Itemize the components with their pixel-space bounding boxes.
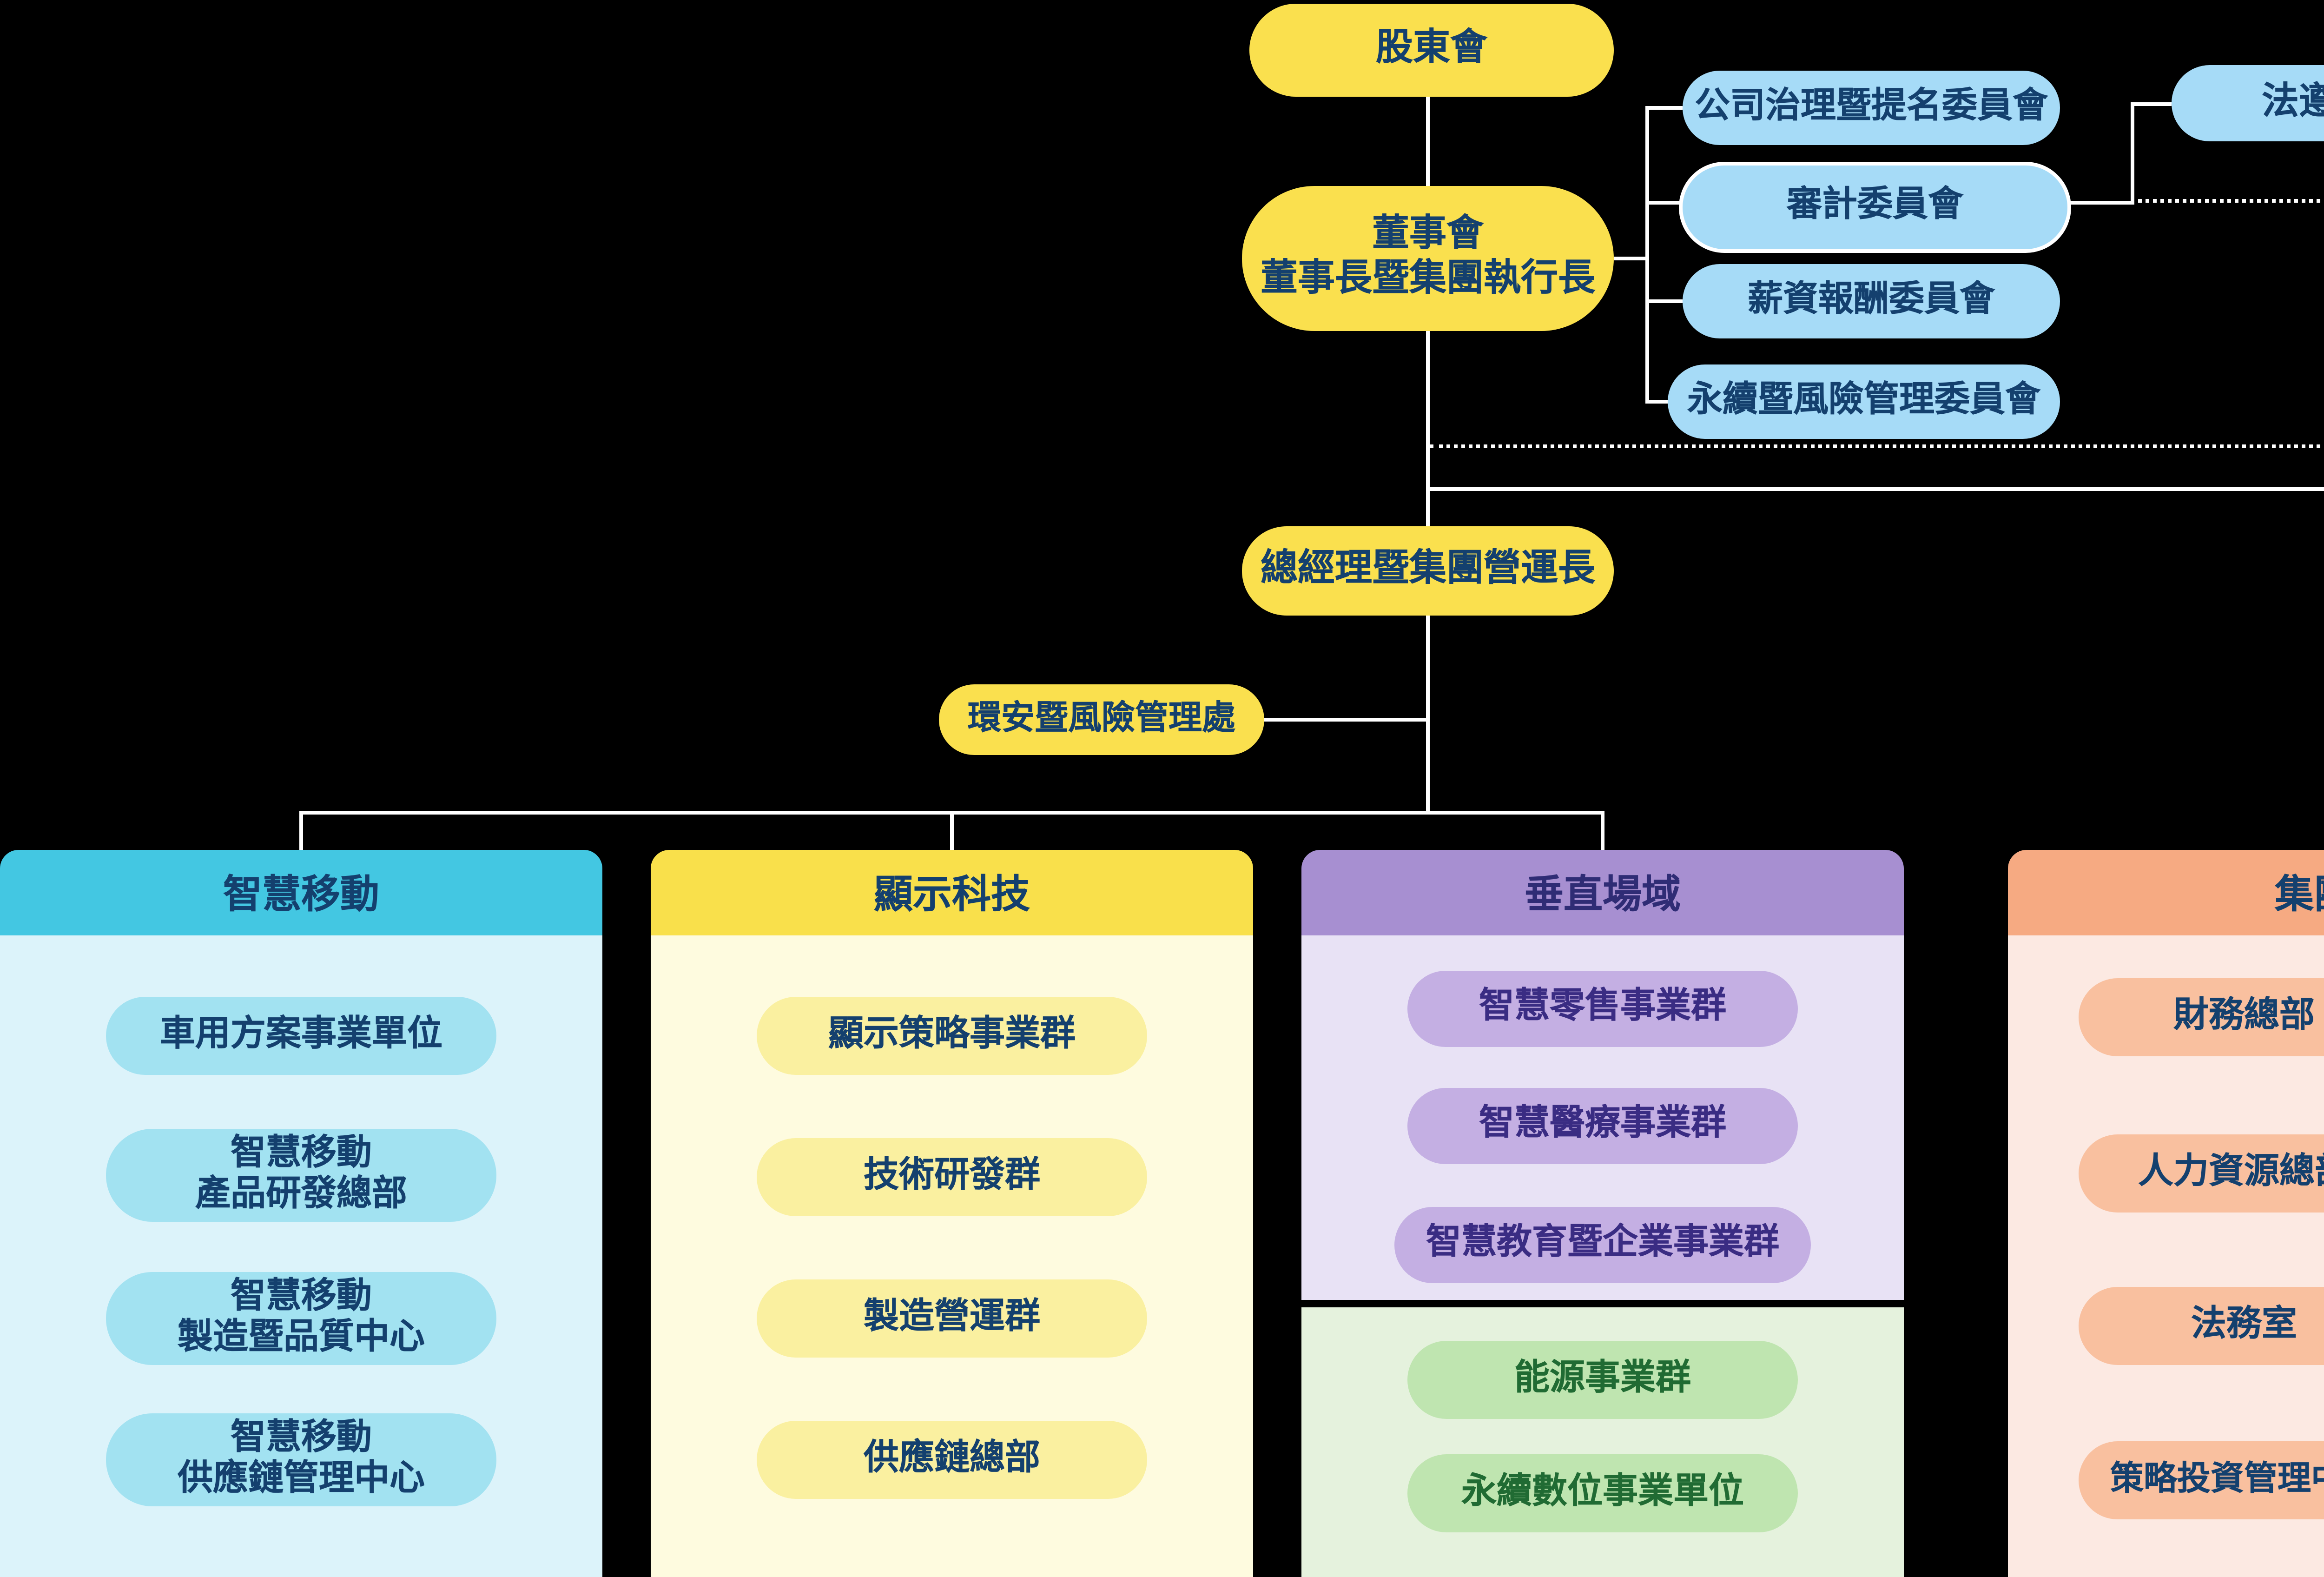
committee-audit: 審計委員會: [1679, 162, 2071, 253]
dotted-connector-line: [2138, 199, 2324, 203]
connector-line: [1645, 400, 1668, 404]
connector-line: [299, 811, 303, 850]
unit-smart-medical-bg: 智慧醫療事業群: [1407, 1088, 1798, 1164]
connector-line: [1426, 97, 1430, 186]
node-president-coo: 總經理暨集團營運長: [1242, 526, 1614, 616]
connector-line: [950, 811, 954, 850]
unit-sustainable-digital-bu: 永續數位事業單位: [1407, 1454, 1798, 1532]
node-shareholders-meeting: 股東會: [1249, 4, 1614, 97]
connector-line: [1426, 329, 1430, 526]
unit-legal-office: 法務室: [2079, 1287, 2324, 1365]
node-chief-compliance-counsel: 法遵總顧問: [2172, 65, 2324, 141]
connector-line: [1645, 106, 1649, 404]
unit-smart-education-enterprise-bg: 智慧教育暨企業事業群: [1394, 1207, 1811, 1283]
connector-line: [2131, 102, 2172, 106]
division-header-display-tech: 顯示科技: [651, 850, 1253, 935]
division-group-support: 集團營運支援單位 財務總部 數位技術發展總部 人力資源總部 永續發展總部 法務室…: [2008, 850, 2324, 1577]
division-smart-mobility: 智慧移動 車用方案事業單位 智慧移動 產品研發總部 智慧移動 製造暨品質中心 智…: [0, 850, 602, 1577]
unit-finance-hq: 財務總部: [2079, 978, 2324, 1056]
unit-supply-chain-hq: 供應鏈總部: [757, 1421, 1147, 1499]
connector-line: [1645, 201, 1683, 205]
connector-line: [1426, 487, 2324, 491]
division-header-group-support: 集團營運支援單位: [2008, 850, 2324, 935]
unit-display-strategy-bg: 顯示策略事業群: [757, 997, 1147, 1075]
unit-sm-supply-chain-center: 智慧移動 供應鏈管理中心: [106, 1413, 496, 1506]
connector-line: [1645, 299, 1683, 303]
unit-hr-hq: 人力資源總部: [2079, 1134, 2324, 1213]
connector-line: [1264, 718, 1428, 722]
unit-smart-retail-bg: 智慧零售事業群: [1407, 971, 1798, 1047]
connector-line: [2060, 201, 2134, 205]
unit-technology-rd-group: 技術研發群: [757, 1138, 1147, 1216]
committee-governance-nomination: 公司治理暨提名委員會: [1683, 71, 2060, 145]
unit-sm-product-rd-hq: 智慧移動 產品研發總部: [106, 1129, 496, 1222]
connector-line: [1601, 811, 1604, 850]
unit-strategic-investment-center: 策略投資管理中心: [2079, 1441, 2324, 1519]
unit-energy-bg: 能源事業群: [1407, 1341, 1798, 1419]
connector-line: [1645, 106, 1683, 110]
division-header-vertical-domains: 垂直場域: [1301, 850, 1904, 935]
division-vertical-domains: 垂直場域 智慧零售事業群 智慧醫療事業群 智慧教育暨企業事業群 能源事業群 永續…: [1301, 850, 1904, 1577]
committee-compensation: 薪資報酬委員會: [1683, 264, 2060, 338]
unit-automotive-solutions: 車用方案事業單位: [106, 997, 496, 1075]
division-display-tech: 顯示科技 顯示策略事業群 技術研發群 製造營運群 供應鏈總部: [651, 850, 1253, 1577]
unit-manufacturing-ops-group: 製造營運群: [757, 1279, 1147, 1358]
connector-line: [1614, 257, 1647, 260]
dotted-connector-line: [1430, 444, 2324, 448]
node-board-of-directors: 董事會 董事長暨集團執行長: [1242, 186, 1614, 331]
connector-line: [2131, 102, 2134, 205]
connector-line: [1426, 616, 1430, 813]
unit-sm-mfg-quality-center: 智慧移動 製造暨品質中心: [106, 1272, 496, 1365]
committee-sustainability-risk: 永續暨風險管理委員會: [1668, 364, 2060, 439]
division-header-smart-mobility: 智慧移動: [0, 850, 602, 935]
node-esh-risk-division: 環安暨風險管理處: [939, 684, 1264, 755]
